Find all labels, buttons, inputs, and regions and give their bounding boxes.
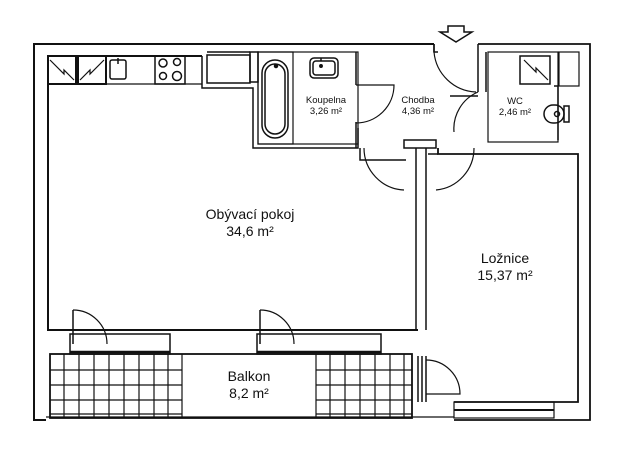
room-label-loznice: Ložnice 15,37 m² xyxy=(477,250,532,284)
room-name: Balkon xyxy=(227,368,271,384)
room-area: 4,36 m² xyxy=(401,106,435,118)
room-name: WC xyxy=(507,96,523,107)
balcony xyxy=(49,353,413,419)
kitchen-fixtures xyxy=(47,51,259,85)
room-area: 15,37 m² xyxy=(477,266,533,283)
room-label-wc: WC 2,46 m² xyxy=(499,96,531,119)
balcony-doors xyxy=(69,309,382,355)
bathroom-walls xyxy=(257,51,395,148)
bedroom-walls xyxy=(417,148,579,419)
corridor-walls xyxy=(359,44,477,330)
entrance-arrow-icon xyxy=(437,25,475,43)
room-area: 2,46 m² xyxy=(498,107,532,119)
room-area: 34,6 m² xyxy=(226,222,274,239)
outer-walls xyxy=(33,43,591,421)
room-name: Koupelna xyxy=(305,95,347,106)
room-label-balkon: Balkon 8,2 m² xyxy=(228,368,271,402)
room-label-chodba: Chodba 4,36 m² xyxy=(401,95,434,118)
room-label-obyvaci-pokoj: Obývací pokoj 34,6 m² xyxy=(206,206,295,240)
room-area: 8,2 m² xyxy=(229,384,269,401)
room-name: Chodba xyxy=(401,95,435,106)
wc-walls xyxy=(450,51,580,143)
living-room-walls xyxy=(47,51,418,331)
room-name: Ložnice xyxy=(480,250,530,266)
room-label-koupelna: Koupelna 3,26 m² xyxy=(306,95,346,118)
room-name: Obývací pokoj xyxy=(205,206,295,222)
room-area: 3,26 m² xyxy=(309,106,343,118)
